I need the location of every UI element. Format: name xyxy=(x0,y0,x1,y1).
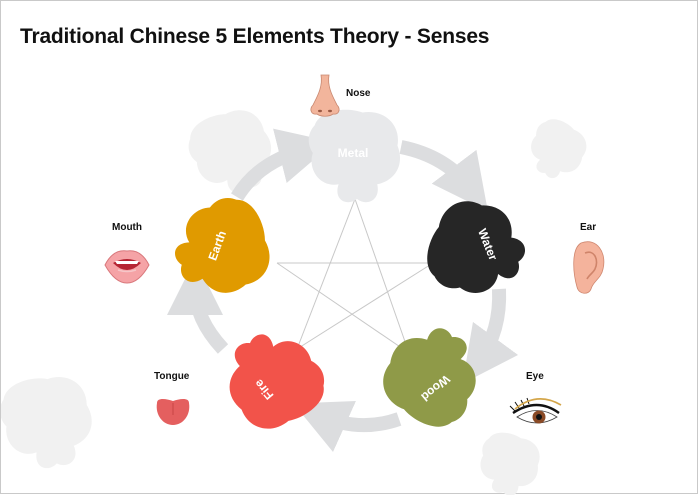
ear-icon xyxy=(573,241,605,294)
water-puzzle-piece xyxy=(417,190,536,309)
cycle-arrow-metal-water xyxy=(399,140,488,212)
generating-cycle-arrows xyxy=(167,128,519,453)
controlling-star-lines xyxy=(276,198,434,354)
watermark-puzzle-shape xyxy=(519,112,595,188)
cycle-arrow-water-wood xyxy=(462,288,519,384)
element-wood: Wood xyxy=(370,312,496,439)
page-title: Traditional Chinese 5 Elements Theory - … xyxy=(20,25,490,48)
cycle-arrow-earth-metal xyxy=(231,128,335,201)
sense-label-ear: Ear xyxy=(580,222,597,233)
sense-label-eye: Eye xyxy=(526,371,544,382)
element-fire: Fire xyxy=(211,316,337,442)
element-metal: Metal xyxy=(308,109,401,203)
element-label-metal: Metal xyxy=(338,146,369,160)
watermark-puzzle-shape xyxy=(1,369,99,475)
watermark-puzzle-shape xyxy=(472,427,546,495)
cycle-arrow-wood-fire xyxy=(293,400,402,453)
nose-icon xyxy=(310,74,340,117)
sense-label-tongue: Tongue xyxy=(154,371,190,382)
element-water: Water xyxy=(417,190,536,309)
star-line xyxy=(354,198,410,354)
star-line xyxy=(296,262,434,350)
cycle-arrow-fire-earth xyxy=(167,259,229,354)
star-line xyxy=(296,198,356,350)
sense-label-mouth: Mouth xyxy=(112,222,142,233)
mouth-icon xyxy=(104,250,150,284)
tongue-icon xyxy=(156,399,190,425)
star-line xyxy=(276,262,410,354)
fire-puzzle-piece xyxy=(211,316,337,442)
sense-label-nose: Nose xyxy=(346,88,371,99)
eye-icon xyxy=(509,397,562,424)
watermark-puzzle-shape xyxy=(180,100,283,204)
element-earth: Earth xyxy=(162,188,281,307)
